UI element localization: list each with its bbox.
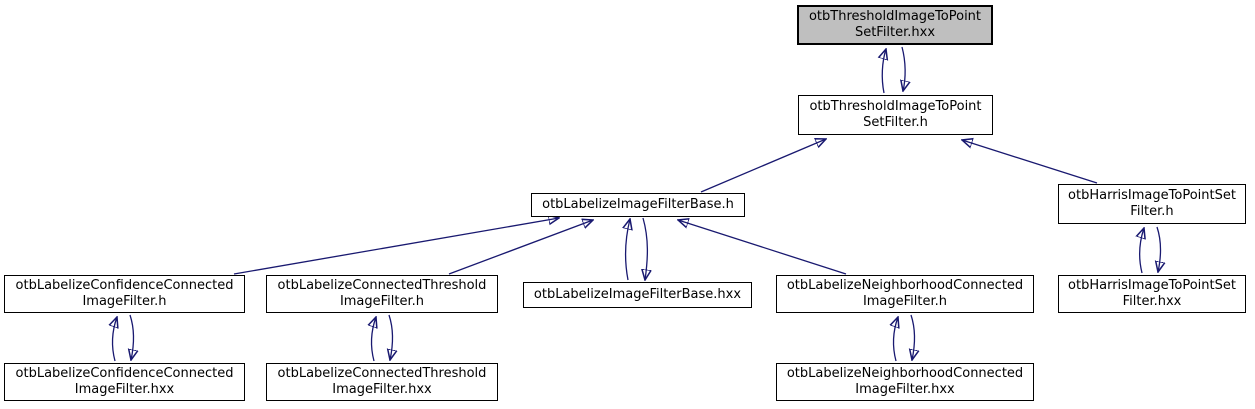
node-otbHarrisImageToPointSetFilter-h[interactable]: otbHarrisImageToPointSet Filter.h (1058, 184, 1246, 224)
node-otbThresholdImageToPointSetFilter-h[interactable]: otbThresholdImageToPoint SetFilter.h (798, 95, 993, 135)
edge-threshold-hxx-to-h (902, 46, 905, 91)
edge-labelizebase-to-threshold (700, 139, 826, 193)
edge-connectedthresholdh-to-hxx (389, 314, 393, 360)
node-otbThresholdImageToPointSetFilter-hxx[interactable]: otbThresholdImageToPoint SetFilter.hxx (797, 5, 993, 45)
node-otbLabelizeConfidenceConnectedImageFilter-hxx[interactable]: otbLabelizeConfidenceConnected ImageFilt… (4, 363, 245, 401)
edge-harrish-to-hxx (1157, 226, 1161, 272)
node-otbLabelizeConnectedThresholdImageFilter-h[interactable]: otbLabelizeConnectedThreshold ImageFilte… (266, 275, 498, 313)
node-otbLabelizeNeighborhoodConnectedImageFilter-h[interactable]: otbLabelizeNeighborhoodConnected ImageFi… (776, 275, 1034, 313)
edge-labelizebaseh-to-hxx (643, 217, 647, 280)
edge-labelizebasehxx-to-h (626, 219, 630, 281)
node-otbLabelizeNeighborhoodConnectedImageFilter-hxx[interactable]: otbLabelizeNeighborhoodConnected ImageFi… (776, 363, 1034, 401)
edge-neighborhood-to-labelizebase (678, 220, 847, 275)
edge-harrishxx-to-h (1140, 228, 1144, 274)
node-otbLabelizeConnectedThresholdImageFilter-hxx[interactable]: otbLabelizeConnectedThreshold ImageFilte… (266, 363, 498, 401)
edge-confidence-to-labelizebase (233, 218, 559, 275)
edge-neighborhoodhxx-to-h (894, 317, 898, 362)
edge-threshold-h-to-hxx (882, 49, 886, 94)
edge-neighborhoodh-to-hxx (911, 314, 915, 360)
node-otbLabelizeImageFilterBase-h[interactable]: otbLabelizeImageFilterBase.h (531, 193, 745, 217)
edge-connectedthreshold-to-labelizebase (448, 220, 593, 275)
edge-harris-to-threshold (962, 140, 1098, 184)
edge-confidencehxx-to-h (113, 317, 117, 362)
node-otbLabelizeConfidenceConnectedImageFilter-h[interactable]: otbLabelizeConfidenceConnected ImageFilt… (4, 275, 245, 313)
edge-confidenceh-to-hxx (130, 314, 134, 360)
node-otbHarrisImageToPointSetFilter-hxx[interactable]: otbHarrisImageToPointSet Filter.hxx (1058, 275, 1246, 313)
edge-connectedthresholdhxx-to-h (372, 317, 376, 362)
node-otbLabelizeImageFilterBase-hxx[interactable]: otbLabelizeImageFilterBase.hxx (523, 282, 752, 308)
